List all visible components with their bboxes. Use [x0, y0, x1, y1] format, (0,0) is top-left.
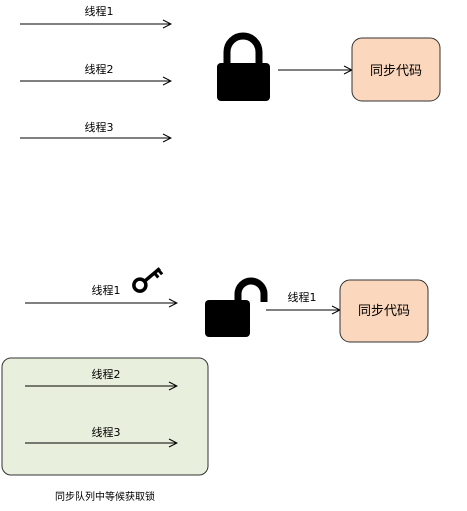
top-thread-3-label: 线程3 — [85, 120, 114, 134]
key-icon — [132, 267, 164, 293]
bottom-arrow-label: 线程1 — [288, 290, 317, 304]
top-thread-2-label: 线程2 — [85, 62, 114, 76]
top-scenario: 线程1 线程2 线程3 同步代码 — [20, 4, 441, 138]
bottom-code-box — [339, 279, 429, 343]
queue-thread-2-label: 线程2 — [92, 367, 121, 381]
bottom-code-box-label: 同步代码 — [358, 304, 410, 319]
top-thread-1-label: 线程1 — [85, 4, 114, 18]
bottom-scenario: 线程1 线程1 同步代码 线程2 线程3 同步队列中等候获取锁 — [1, 267, 429, 503]
waiting-queue-box — [1, 357, 209, 476]
queue-caption: 同步队列中等候获取锁 — [55, 490, 155, 503]
bottom-thread-1-label: 线程1 — [92, 283, 121, 297]
top-code-box — [351, 37, 441, 102]
queue-thread-3-label: 线程3 — [92, 425, 121, 439]
padlock-open-icon — [205, 277, 268, 337]
top-code-box-label: 同步代码 — [370, 64, 422, 79]
padlock-closed-icon — [217, 32, 270, 101]
